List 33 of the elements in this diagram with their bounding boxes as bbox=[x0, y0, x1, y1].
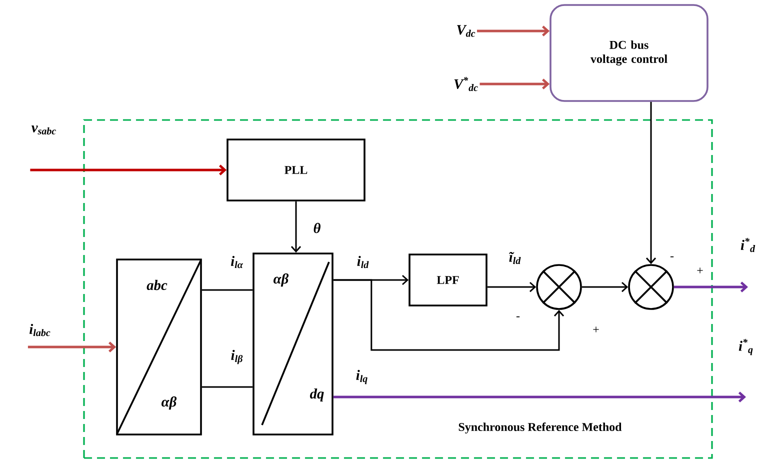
arrow bbox=[674, 282, 748, 292]
arrow bbox=[487, 282, 536, 292]
summing-junction bbox=[536, 264, 582, 310]
edge-label: i$_{ld}$ bbox=[356, 254, 370, 270]
signal-label: i$^{*}$q bbox=[738, 338, 753, 356]
edge-label: i$_{lα}$ bbox=[230, 254, 244, 270]
sign-label: + bbox=[697, 268, 703, 274]
arrow bbox=[28, 342, 116, 352]
edge-label: ĩ$_{ld}$ bbox=[508, 250, 522, 266]
edge-label: i$_{lq}$ bbox=[354, 368, 370, 386]
arrow bbox=[333, 392, 746, 402]
arrow bbox=[333, 279, 564, 351]
signal-label: i$_{labc}$ bbox=[30, 324, 50, 336]
arrow bbox=[480, 78, 550, 90]
arrow bbox=[476, 26, 550, 36]
arrow bbox=[582, 282, 628, 292]
transform-block: abc αβ bbox=[116, 258, 202, 436]
signal-label: i$^{*}$d bbox=[740, 238, 756, 252]
transform-block: αβ dq bbox=[252, 252, 334, 436]
block-box: LPF bbox=[408, 254, 488, 306]
sign-label: + bbox=[593, 326, 599, 332]
arrow bbox=[646, 102, 656, 264]
arrow bbox=[290, 201, 302, 253]
signal-label: v$_{sabc}$ bbox=[32, 126, 56, 134]
arrow bbox=[30, 164, 227, 176]
signal-label: V$_{dc}$ bbox=[457, 25, 476, 37]
block-box: PLL bbox=[226, 138, 366, 202]
edge-label: θ bbox=[312, 222, 322, 234]
control-box: DC bus voltage control bbox=[550, 4, 708, 102]
sign-label: - bbox=[516, 316, 520, 318]
edge-label: i$_{lβ}$ bbox=[230, 348, 244, 366]
summing-junction bbox=[628, 264, 674, 310]
signal-label: V$^{*}$dc bbox=[454, 76, 478, 92]
